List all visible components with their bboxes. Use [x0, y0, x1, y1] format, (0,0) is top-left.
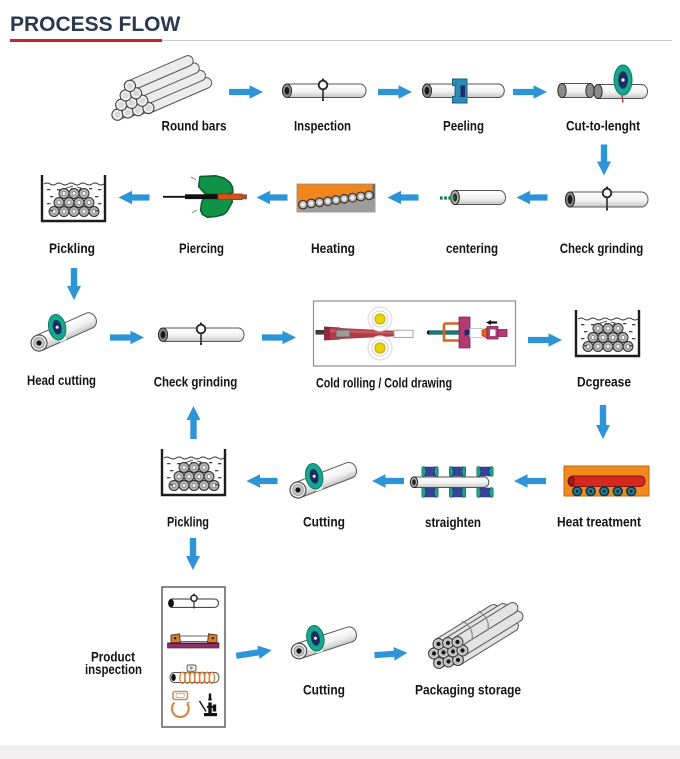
svg-text:Product: Product — [91, 649, 135, 665]
svg-text:straighten: straighten — [425, 514, 481, 530]
svg-text:Cutting: Cutting — [303, 514, 345, 530]
svg-text:Piercing: Piercing — [179, 240, 224, 256]
svg-text:Cut-to-lenght: Cut-to-lenght — [566, 118, 640, 134]
svg-text:Packaging storage: Packaging storage — [415, 682, 521, 698]
svg-text:Cutting: Cutting — [303, 682, 345, 698]
svg-text:PROCESS FLOW: PROCESS FLOW — [10, 13, 181, 36]
svg-text:Check grinding: Check grinding — [154, 374, 238, 390]
svg-text:Cold rolling / Cold drawing: Cold rolling / Cold drawing — [316, 375, 452, 391]
svg-text:Round bars: Round bars — [162, 118, 227, 134]
svg-text:Heating: Heating — [311, 240, 355, 256]
svg-text:inspection: inspection — [85, 661, 142, 677]
svg-text:Heat treatment: Heat treatment — [557, 514, 641, 530]
svg-text:Pickling: Pickling — [167, 514, 209, 530]
svg-text:Inspection: Inspection — [294, 118, 351, 134]
svg-text:Pickling: Pickling — [49, 240, 95, 256]
svg-text:Check grinding: Check grinding — [560, 240, 644, 256]
svg-text:centering: centering — [446, 240, 498, 256]
svg-text:Peeling: Peeling — [443, 118, 484, 134]
svg-text:Dcgrease: Dcgrease — [577, 374, 631, 390]
svg-text:Head cutting: Head cutting — [27, 372, 96, 388]
